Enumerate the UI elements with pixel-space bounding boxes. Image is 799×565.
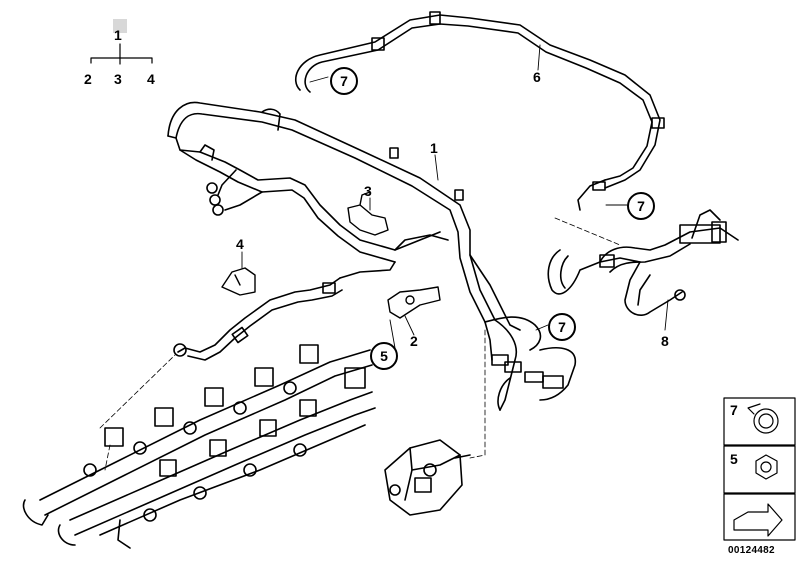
legend-frames xyxy=(723,397,796,541)
circled-callout-7-right: 7 xyxy=(627,192,655,220)
fuel-rails xyxy=(22,344,376,549)
callout-2: 2 xyxy=(410,333,418,349)
pump-feed-lines xyxy=(469,254,576,411)
circled-callout-7-top: 7 xyxy=(330,67,358,95)
main-fuel-rail-harness xyxy=(167,101,496,361)
legend-item-5: 5 xyxy=(730,451,738,467)
group-child-4: 4 xyxy=(147,71,155,87)
hose-assembly xyxy=(547,209,739,316)
document-number: 00124482 xyxy=(728,545,775,556)
group-child-3: 3 xyxy=(114,71,122,87)
high-pressure-pump xyxy=(384,439,471,516)
callout-8: 8 xyxy=(661,333,669,349)
callout-3: 3 xyxy=(364,183,372,199)
brackets xyxy=(221,191,441,319)
return-line xyxy=(295,11,665,211)
callout-1: 1 xyxy=(430,140,438,156)
callout-6: 6 xyxy=(533,69,541,85)
group-bracket xyxy=(90,19,153,65)
callout-4: 4 xyxy=(236,236,244,252)
circled-callout-5: 5 xyxy=(370,342,398,370)
circled-callout-7-middle: 7 xyxy=(548,313,576,341)
dashed-centerlines xyxy=(99,217,621,471)
legend-item-7: 7 xyxy=(730,402,738,418)
group-label: 1 xyxy=(114,27,122,43)
group-child-2: 2 xyxy=(84,71,92,87)
leader-lines xyxy=(241,44,669,349)
